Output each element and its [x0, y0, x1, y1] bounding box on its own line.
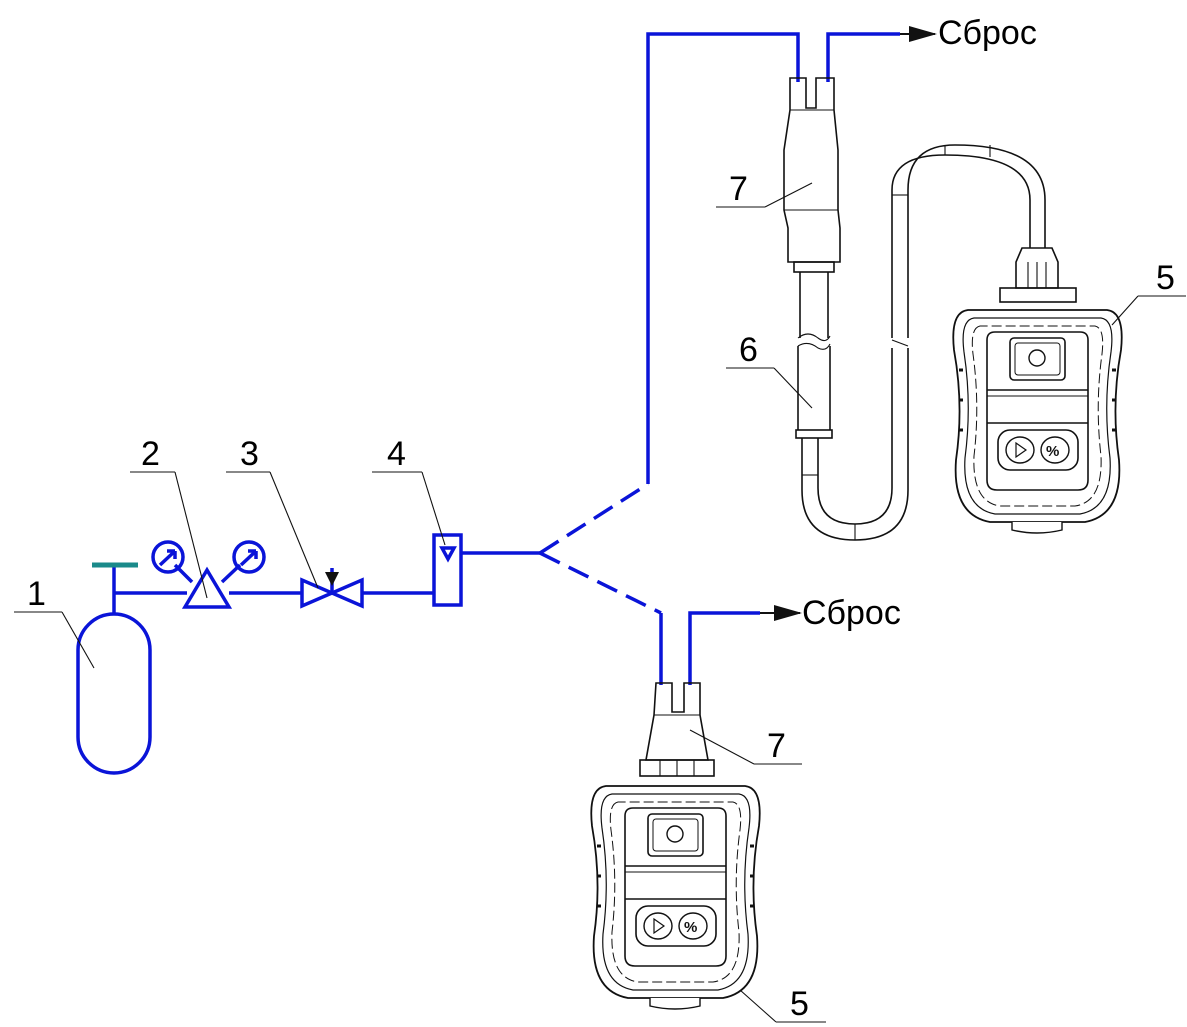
calibration-adapter-bottom — [639, 682, 715, 777]
pressure-regulator — [151, 540, 302, 609]
label-1: 1 — [27, 575, 46, 613]
label-2: 2 — [141, 435, 160, 473]
gas-detector-top — [951, 247, 1124, 535]
calibration-adapter-top — [783, 77, 841, 439]
hose-loop — [801, 144, 1046, 541]
label-5-top: 5 — [1156, 259, 1175, 297]
label-5-bottom: 5 — [790, 985, 809, 1023]
gas-branches — [539, 26, 937, 685]
needle-valve — [300, 568, 434, 609]
gas-detector-bottom — [589, 784, 762, 1011]
label-7-top: 7 — [729, 170, 748, 208]
label-3: 3 — [240, 435, 259, 473]
rotameter — [432, 533, 540, 607]
leader-lines — [14, 182, 1186, 1023]
outlet-label-bottom: Сброс — [802, 594, 901, 632]
label-4: 4 — [387, 435, 406, 473]
label-7-bottom: 7 — [767, 727, 786, 765]
gas-cylinder — [76, 562, 187, 775]
outlet-label-top: Сброс — [938, 14, 1037, 52]
label-6: 6 — [739, 331, 758, 369]
